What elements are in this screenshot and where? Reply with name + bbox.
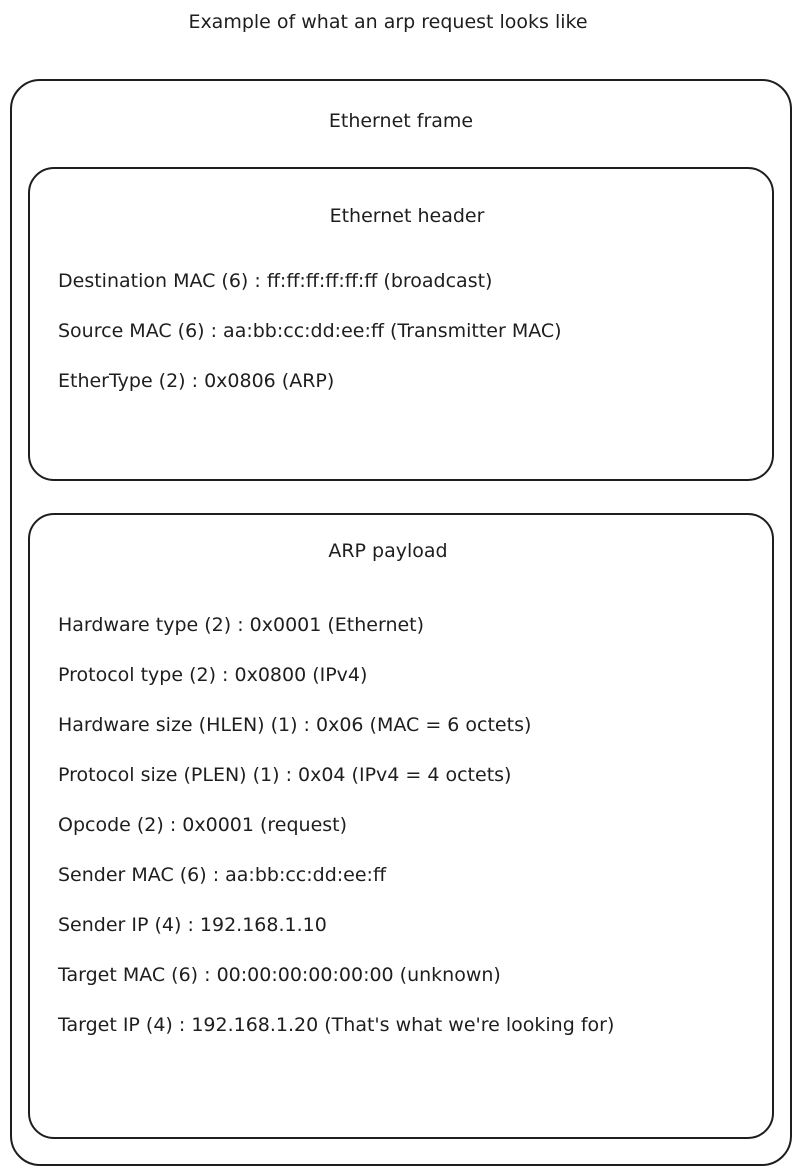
field-sender-mac: Sender MAC (6) : aa:bb:cc:dd:ee:ff xyxy=(58,864,387,886)
ethernet-frame-title: Ethernet frame xyxy=(328,110,474,132)
ethernet-header-fields: Destination MAC (6) : ff:ff:ff:ff:ff:ff … xyxy=(58,267,562,417)
ethernet-header-box xyxy=(28,167,774,481)
ethernet-header-title: Ethernet header xyxy=(329,205,485,227)
diagram-caption: Example of what an arp request looks lik… xyxy=(188,11,588,33)
field-sender-ip: Sender IP (4) : 192.168.1.10 xyxy=(58,914,327,936)
field-target-ip: Target IP (4) : 192.168.1.20 (That's wha… xyxy=(58,1014,615,1036)
field-hardware-size: Hardware size (HLEN) (1) : 0x06 (MAC = 6… xyxy=(58,714,532,736)
arp-payload-fields: Hardware type (2) : 0x0001 (Ethernet) Pr… xyxy=(58,611,614,1061)
arp-payload-title: ARP payload xyxy=(328,540,448,562)
arp-payload-box xyxy=(28,513,774,1139)
field-target-mac: Target MAC (6) : 00:00:00:00:00:00 (unkn… xyxy=(58,964,501,986)
field-protocol-size: Protocol size (PLEN) (1) : 0x04 (IPv4 = … xyxy=(58,764,512,786)
field-destination-mac: Destination MAC (6) : ff:ff:ff:ff:ff:ff … xyxy=(58,270,493,292)
field-protocol-type: Protocol type (2) : 0x0800 (IPv4) xyxy=(58,664,368,686)
field-hardware-type: Hardware type (2) : 0x0001 (Ethernet) xyxy=(58,614,425,636)
field-source-mac: Source MAC (6) : aa:bb:cc:dd:ee:ff (Tran… xyxy=(58,320,562,342)
field-ethertype: EtherType (2) : 0x0806 (ARP) xyxy=(58,370,335,392)
field-opcode: Opcode (2) : 0x0001 (request) xyxy=(58,814,348,836)
ethernet-frame-box xyxy=(10,79,792,1166)
